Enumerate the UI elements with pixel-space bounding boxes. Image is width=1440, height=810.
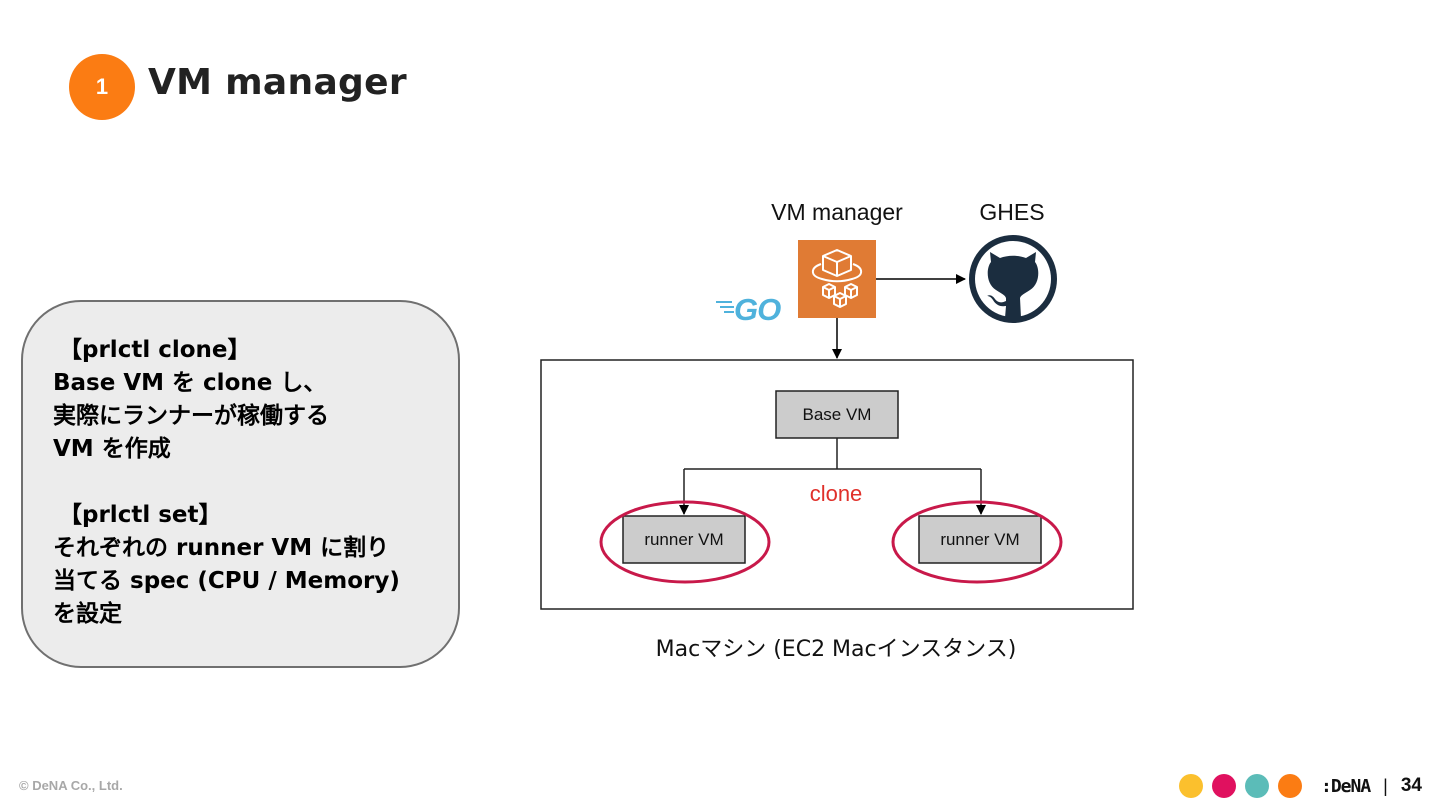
section-number: 1 (95, 74, 109, 99)
aws-fargate-icon (798, 240, 876, 318)
highlight-ellipse (599, 500, 771, 584)
brand-dot-teal (1244, 774, 1269, 798)
runner-vm-node-right: runner VM (891, 500, 1063, 584)
go-logo-icon: GO (716, 292, 782, 327)
base-vm-node: Base VM (775, 390, 899, 439)
brand-dot-magenta (1211, 774, 1236, 798)
note-line: VM を作成 (53, 436, 171, 462)
section-number-badge: 1 (69, 54, 135, 120)
page-number: 34 (1400, 775, 1422, 796)
ghes-label: GHES (979, 199, 1044, 225)
github-octocat-icon (969, 235, 1057, 323)
note-heading-set: 【prlctl set】 (59, 502, 222, 528)
note-line: 実際にランナーが稼働する (53, 403, 329, 429)
note-line: 当てる spec (CPU / Memory) (53, 568, 400, 594)
runner-vm-label: runner VM (940, 530, 1019, 549)
note-text: 【prlctl clone】 Base VM を clone し、 実際にランナ… (53, 334, 453, 631)
runner-vm-label: runner VM (644, 530, 723, 549)
clone-label: clone (810, 481, 863, 506)
footer-branding: :DeNA | 34 (1178, 772, 1422, 800)
note-line: それぞれの runner VM に割り (53, 535, 390, 561)
clone-connector (679, 438, 986, 515)
base-vm-label: Base VM (803, 405, 872, 424)
brand-dot-orange (1277, 774, 1302, 798)
go-logo-text: GO (734, 292, 781, 327)
note-heading-clone: 【prlctl clone】 (59, 337, 251, 363)
runner-vm-node-left: runner VM (599, 500, 771, 584)
dena-logo: :DeNA (1320, 775, 1371, 797)
note-callout-box (21, 300, 460, 668)
note-line: を設定 (53, 601, 122, 627)
footer-separator: | (1383, 775, 1388, 796)
mac-machine-caption: Macマシン (EC2 Macインスタンス) (656, 637, 1017, 662)
highlight-ellipse (891, 500, 1063, 584)
note-line: Base VM を clone し、 (53, 370, 327, 396)
brand-dot-yellow (1178, 774, 1203, 798)
vm-manager-label: VM manager (771, 199, 903, 225)
copyright-text: © DeNA Co., Ltd. (19, 778, 123, 793)
page-title: VM manager (148, 62, 407, 103)
